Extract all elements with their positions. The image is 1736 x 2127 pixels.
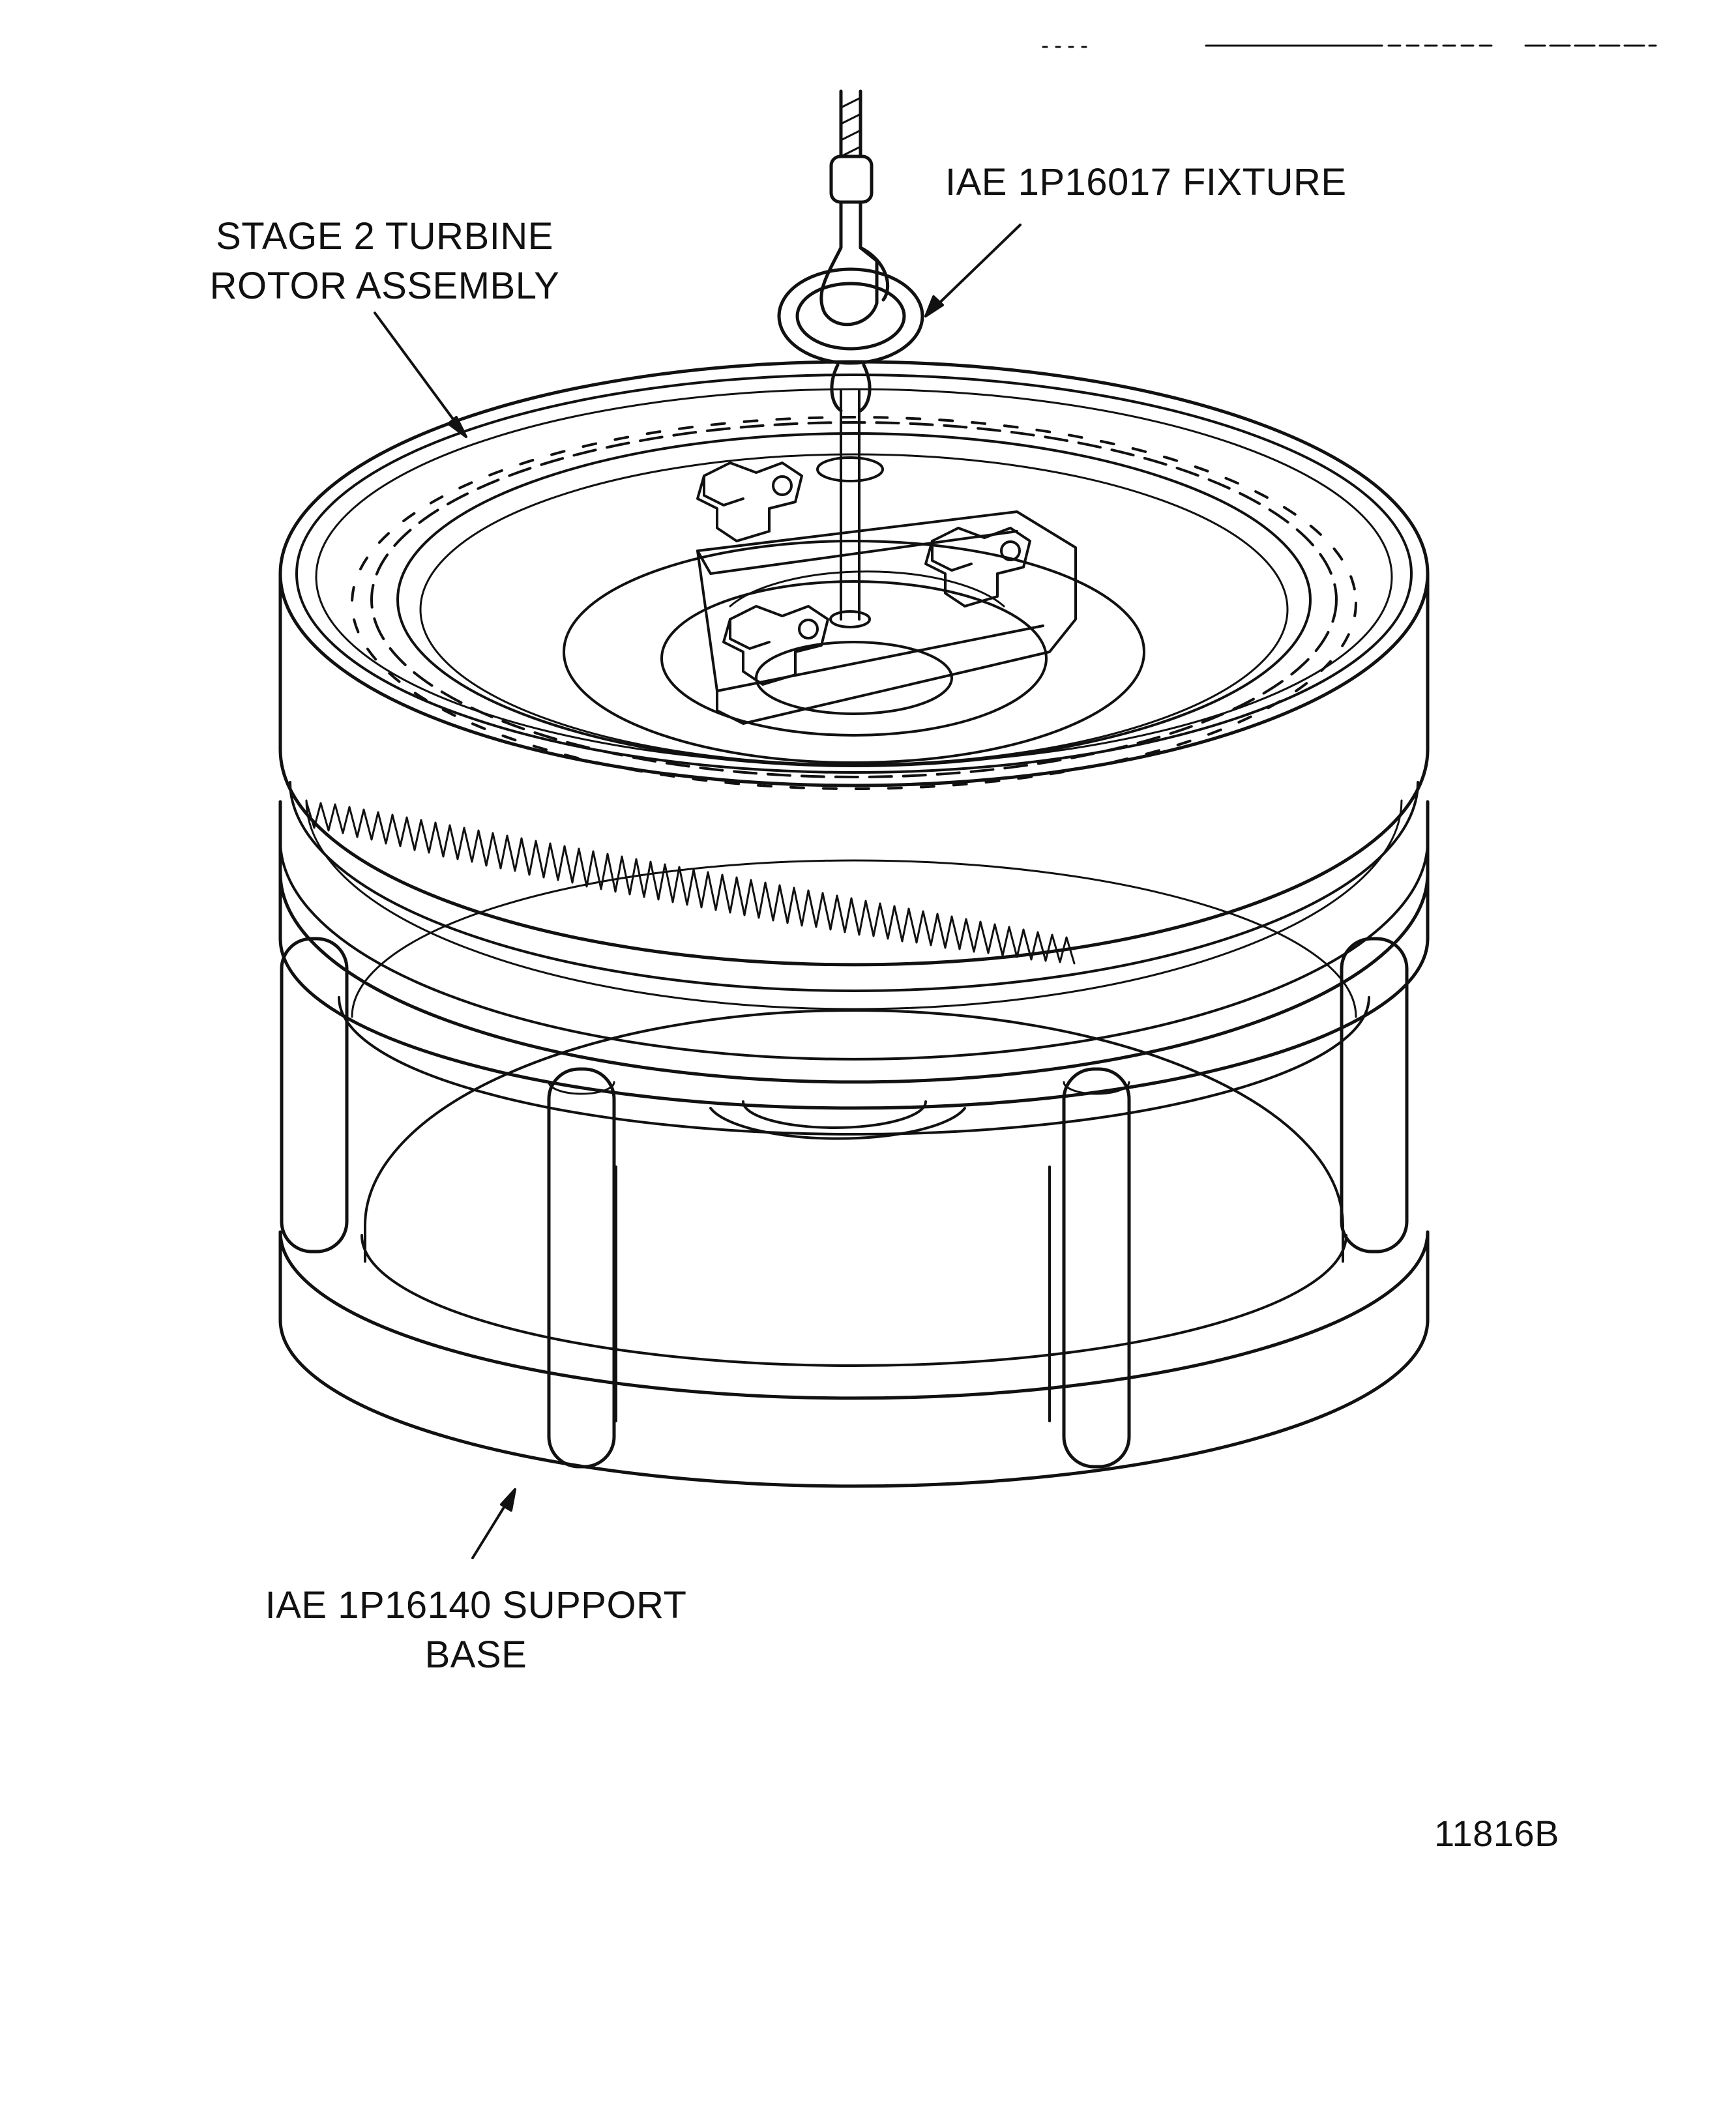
- fixture-callout-text: IAE 1P16017 FIXTURE: [945, 161, 1347, 203]
- fixture-clamps: [696, 462, 1031, 686]
- header-rule-marks: [1042, 44, 1657, 48]
- lift-fixture: [696, 390, 1077, 725]
- rotor-leader-line: [374, 312, 467, 438]
- rotor-assembly: [278, 360, 1430, 1084]
- rotor-callout-line1: STAGE 2 TURBINE: [216, 215, 553, 257]
- turbine-blades: [305, 799, 1403, 1010]
- figure-number: 11816B: [1434, 1813, 1559, 1854]
- disc-hub: [563, 540, 1145, 764]
- fixture-callout: IAE 1P16017 FIXTURE: [945, 158, 1347, 207]
- support-base-callout: IAE 1P16140 SUPPORT BASE: [248, 1581, 704, 1680]
- rotor-arrowhead: [447, 416, 467, 438]
- rotor-callout-line2: ROTOR ASSEMBLY: [209, 265, 560, 307]
- fixture-leader-line: [924, 224, 1022, 317]
- fixture-arrowhead: [924, 295, 944, 317]
- disc-slot-ring: [351, 416, 1357, 790]
- base-arrowhead: [500, 1488, 516, 1512]
- hoist-hook: [777, 89, 924, 413]
- base-callout-line1: IAE 1P16140 SUPPORT: [265, 1584, 687, 1626]
- rotor-assembly-callout: STAGE 2 TURBINE ROTOR ASSEMBLY: [196, 212, 574, 311]
- support-base: [278, 859, 1430, 1488]
- support-posts: [280, 937, 1409, 1469]
- leader-arrows: [374, 224, 1022, 1559]
- base-callout-line2: BASE: [424, 1634, 527, 1676]
